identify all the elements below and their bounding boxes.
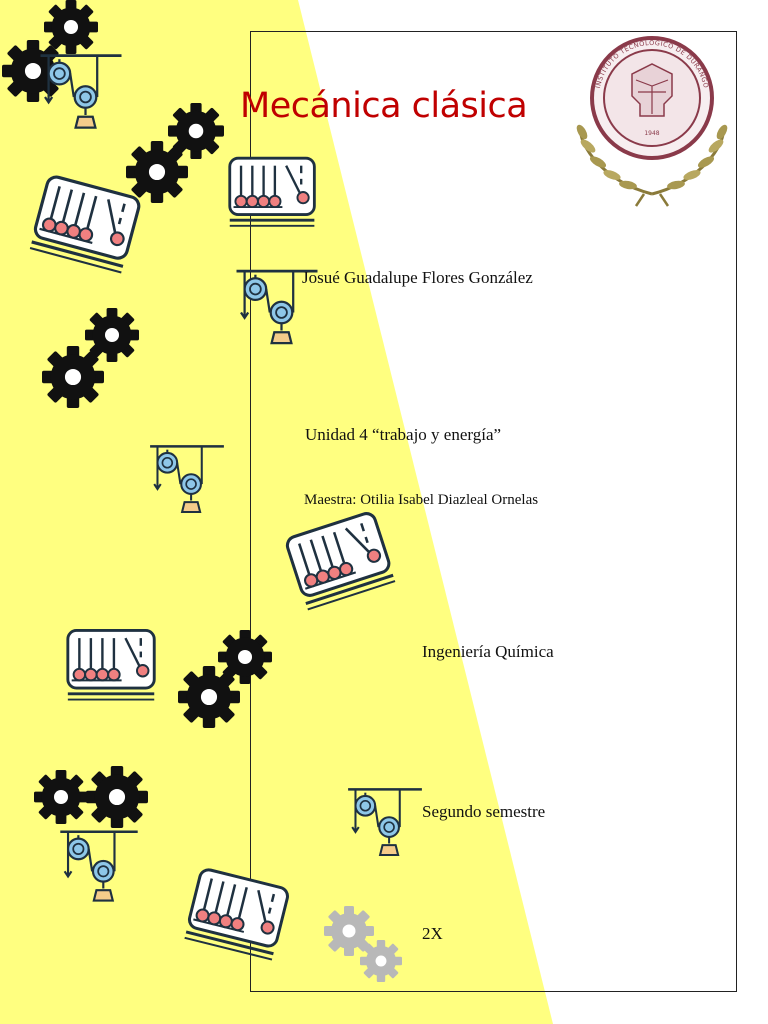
teacher-name: Maestra: Otilia Isabel Diazleal Ornelas xyxy=(304,492,539,508)
author-name: Josué Guadalupe Flores González xyxy=(302,268,533,287)
pulley-icon xyxy=(146,437,228,523)
laurel-icon xyxy=(576,124,728,207)
gear-icon xyxy=(42,346,104,408)
pulley-icon xyxy=(56,824,142,910)
document-title: Mecánica clásica xyxy=(240,86,528,126)
career-name: Ingeniería Química xyxy=(422,642,554,661)
content-frame xyxy=(250,31,737,992)
group-label: 2X xyxy=(422,924,443,943)
gear-icon xyxy=(34,770,88,824)
seal-icon: INSTITUTO TECNOLÓGICO DE DURANGO 1948 xyxy=(576,36,728,207)
newtons-cradle-icon xyxy=(226,153,320,231)
gear-icon xyxy=(86,766,148,828)
newtons-cradle-icon xyxy=(64,624,160,706)
semester-label: Segundo semestre xyxy=(422,802,546,821)
pulley-icon xyxy=(344,780,426,866)
gear-icon xyxy=(178,666,240,728)
unit-title: Unidad 4 “trabajo y energía” xyxy=(305,425,502,444)
pulley-icon xyxy=(36,50,126,135)
gray-gear-icon xyxy=(360,940,402,982)
seal-year: 1948 xyxy=(644,130,659,137)
